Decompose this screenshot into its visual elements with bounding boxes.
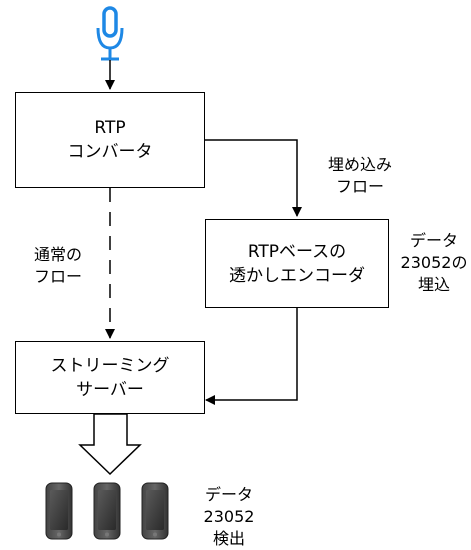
normal-flow-label: 通常の フロー bbox=[20, 244, 96, 288]
embed-flow-label-line2: フロー bbox=[335, 177, 384, 196]
smartphone-icon bbox=[93, 482, 121, 540]
data-detect-label-line3: 検出 bbox=[212, 529, 245, 548]
streaming-server-line1: ストリーミング bbox=[50, 355, 170, 376]
data-embed-label-line1: データ bbox=[409, 231, 458, 250]
normal-flow-label-line2: フロー bbox=[33, 267, 82, 286]
data-detect-label: データ 23052 検出 bbox=[196, 484, 262, 550]
smartphone-icon bbox=[141, 482, 169, 540]
data-embed-label-line3: 埋込 bbox=[417, 275, 450, 294]
watermark-encoder-node: RTPベースの 透かしエンコーダ bbox=[205, 219, 389, 308]
data-detect-label-line1: データ bbox=[204, 485, 253, 504]
microphone-icon bbox=[96, 6, 124, 61]
normal-flow-label-line1: 通常の bbox=[33, 245, 82, 264]
embed-flow-label-line1: 埋め込み bbox=[327, 155, 392, 174]
embed-flow-label: 埋め込み フロー bbox=[320, 154, 400, 198]
edge-encoder-to-streaming bbox=[205, 308, 298, 405]
rtp-converter-line1: RTP bbox=[94, 118, 126, 138]
hollow-down-arrow bbox=[78, 413, 142, 476]
rtp-converter-node: RTP コンバータ bbox=[15, 92, 205, 188]
smartphone-icon bbox=[45, 482, 73, 540]
data-embed-label: データ 23052の 埋込 bbox=[398, 230, 470, 296]
watermark-encoder-line1: RTPベースの bbox=[247, 241, 347, 262]
streaming-server-node: ストリーミング サーバー bbox=[15, 341, 205, 414]
rtp-converter-line2: コンバータ bbox=[67, 142, 153, 162]
watermark-encoder-line2: 透かしエンコーダ bbox=[229, 265, 365, 286]
edge-embed-flow bbox=[205, 139, 302, 217]
streaming-server-line2: サーバー bbox=[76, 379, 144, 400]
data-embed-label-line2: 23052の bbox=[400, 253, 468, 272]
data-detect-label-line2: 23052 bbox=[203, 507, 255, 526]
